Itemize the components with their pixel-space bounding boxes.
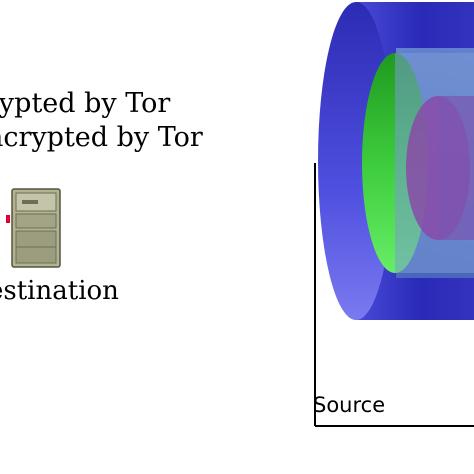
legend-encrypted-label: rypted by Tor xyxy=(0,88,171,119)
legend-unencrypted-label: ncrypted by Tor xyxy=(0,122,203,153)
connector-marker xyxy=(6,215,10,223)
source-label: Source xyxy=(313,393,386,417)
core-encryption-layer xyxy=(406,96,474,240)
source-connector-line xyxy=(314,163,474,427)
server-icon xyxy=(6,188,61,268)
destination-label: estination xyxy=(0,276,119,306)
